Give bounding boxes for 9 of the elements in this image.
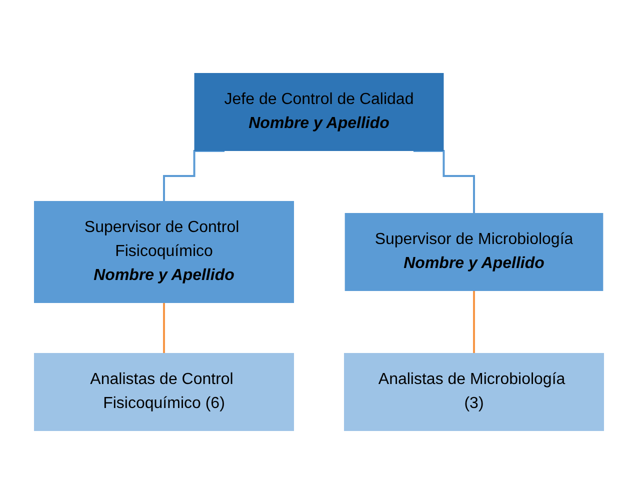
node-box: Jefe de Control de Calidad Nombre y Apellido [194, 73, 444, 151]
node-box: Analistas de Microbiología (3) [344, 353, 604, 431]
connector [413, 150, 475, 214]
node-box: Supervisor de Microbiología Nombre y Apellido [344, 213, 604, 291]
connector [473, 290, 475, 354]
connector [163, 150, 225, 202]
connector [163, 302, 165, 354]
node-box: Analistas de Control Fisicoquímico (6) [34, 353, 294, 431]
node-box: Supervisor de Control Fisicoquímico Nombre y Apellido [34, 201, 294, 303]
